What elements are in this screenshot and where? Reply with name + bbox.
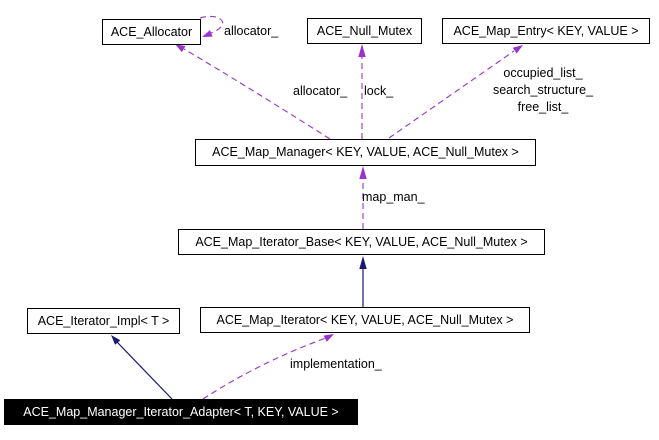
- edge-label-implementation: implementation_: [290, 357, 382, 371]
- usage-edge-manager-to-null-mutex: [358, 44, 366, 139]
- node-ace-map-iterator[interactable]: ACE_Map_Iterator< KEY, VALUE, ACE_Null_M…: [200, 307, 530, 333]
- inheritance-edge-map-iterator-to-base: [359, 256, 367, 307]
- node-ace-map-manager[interactable]: ACE_Map_Manager< KEY, VALUE, ACE_Null_Mu…: [195, 139, 536, 166]
- node-ace-map-entry[interactable]: ACE_Map_Entry< KEY, VALUE >: [442, 18, 650, 44]
- node-ace-null-mutex[interactable]: ACE_Null_Mutex: [307, 18, 422, 44]
- arrowhead-icon: [175, 44, 186, 53]
- edge-label-lock: lock_: [364, 84, 394, 98]
- edge-label-occupied-list: occupied_list_: [503, 66, 583, 80]
- edge-label-search-structure: search_structure_: [492, 83, 594, 97]
- edge-label-map-man: map_man_: [362, 190, 425, 204]
- usage-edge-adapter-to-map-iterator: [202, 334, 334, 400]
- arrowhead-icon: [323, 334, 334, 342]
- inheritance-edge-adapter-to-iterator-impl: [111, 335, 173, 400]
- edge-label-allocator-self: allocator_: [224, 24, 279, 38]
- node-ace-iterator-impl[interactable]: ACE_Iterator_Impl< T >: [27, 308, 180, 334]
- usage-edge-iterator-base-to-manager: [359, 166, 367, 229]
- arrowhead-icon: [358, 44, 366, 57]
- edge-label-free-list: free_list_: [517, 100, 569, 114]
- arrowhead-icon: [202, 30, 213, 37]
- edge-label-allocator: allocator_: [293, 84, 348, 98]
- arrowhead-icon: [359, 166, 367, 179]
- usage-edge-manager-to-allocator: [175, 44, 331, 140]
- edge-label-member-list: occupied_list_ search_structure_ free_li…: [463, 65, 623, 116]
- node-ace-map-manager-iterator-adapter-current: ACE_Map_Manager_Iterator_Adapter< T, KEY…: [4, 399, 358, 425]
- arrowhead-icon: [512, 45, 523, 54]
- usage-edge-manager-to-map-entry: [388, 45, 523, 139]
- node-ace-map-iterator-base[interactable]: ACE_Map_Iterator_Base< KEY, VALUE, ACE_N…: [178, 229, 545, 255]
- arrowhead-icon: [111, 335, 121, 345]
- node-ace-allocator[interactable]: ACE_Allocator: [102, 19, 201, 45]
- arrowhead-icon: [359, 256, 367, 269]
- usage-edge-allocator-self: [199, 15, 224, 37]
